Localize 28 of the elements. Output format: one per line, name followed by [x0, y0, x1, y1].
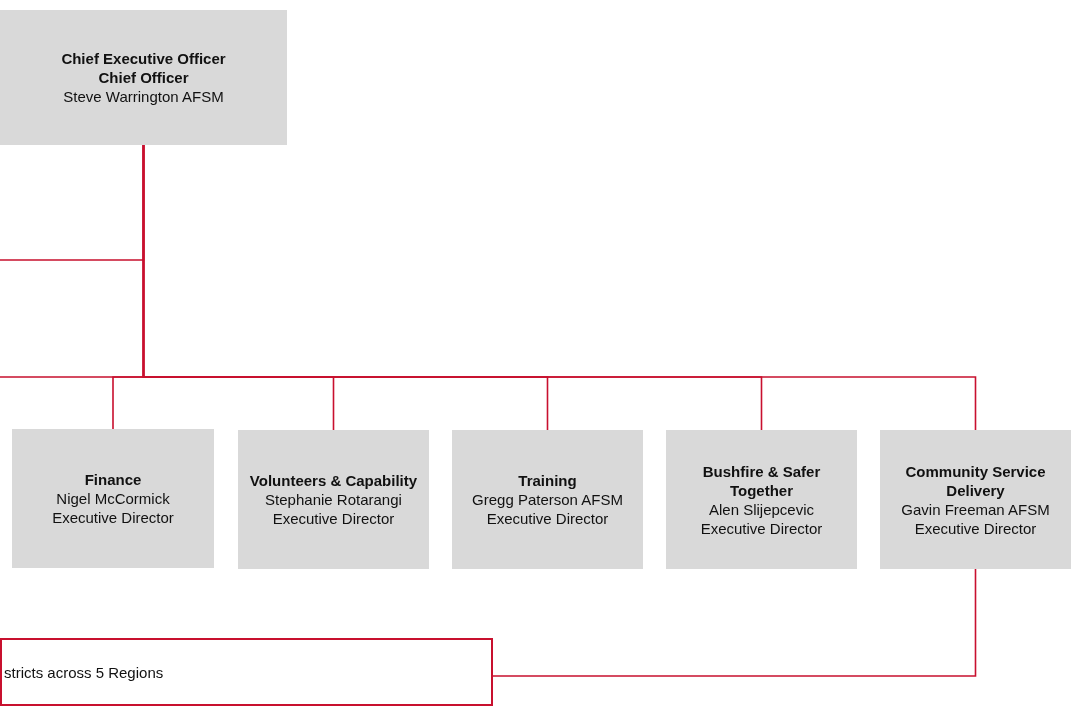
job-title: Executive Director: [52, 508, 174, 527]
job-title: Executive Director: [700, 518, 823, 538]
person-name: Gavin Freeman AFSM: [901, 499, 1050, 519]
org-box: [666, 430, 857, 569]
unit-title: Bushfire & Safer Together: [701, 461, 822, 500]
job-title: Executive Director: [272, 509, 395, 528]
region-label: stricts across 5 Regions: [4, 662, 164, 682]
person-name: Steve Warrington AFSM: [63, 87, 224, 106]
connector-line: [492, 568, 977, 677]
region-box: [0, 638, 493, 706]
person-name: Stephanie Rotarangi: [265, 490, 402, 509]
unit-title: Volunteers & Capability: [249, 471, 418, 490]
person-name: Nigel McCormick: [56, 489, 170, 508]
org-box: [452, 430, 643, 569]
unit-title: Chief Officer: [98, 68, 189, 87]
unit-title: Chief Executive Officer: [61, 49, 226, 68]
unit-title: Community Service Delivery: [904, 461, 1047, 500]
job-title: Executive Director: [486, 509, 609, 528]
org-box: [880, 430, 1071, 569]
org-box: [12, 429, 214, 568]
connector-line: [142, 144, 977, 431]
unit-title: Training: [518, 471, 577, 490]
person-name: Alen Slijepcevic: [708, 499, 815, 519]
person-name: Gregg Paterson AFSM: [472, 490, 623, 509]
org-box: [0, 10, 287, 145]
org-box: [238, 430, 429, 569]
unit-title: Finance: [84, 470, 142, 489]
job-title: Executive Director: [914, 518, 1037, 538]
